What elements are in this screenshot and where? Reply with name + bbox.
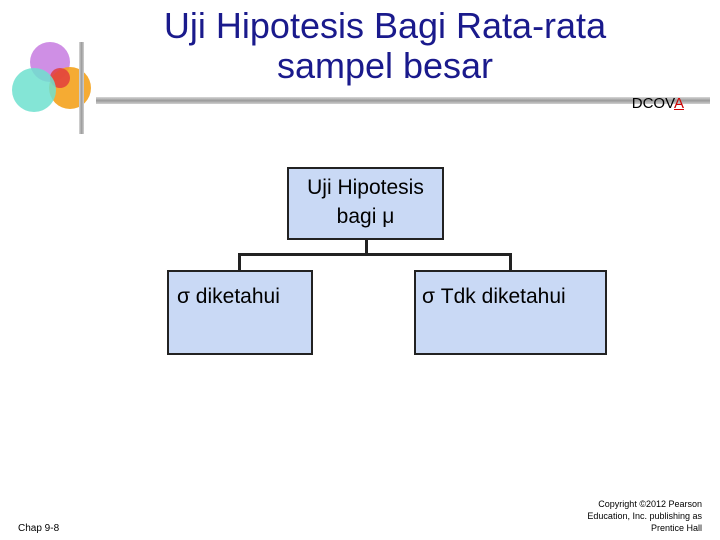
root-node-line-2: bagi μ	[337, 205, 395, 228]
connector-horizontal	[238, 253, 512, 256]
page-title: Uji Hipotesis Bagi Rata-rata sampel besa…	[100, 6, 670, 86]
node-sigma-unknown-label: σ Tdk diketahui	[422, 285, 566, 308]
copyright-line-2: Education, Inc. publishing as	[587, 511, 702, 521]
root-node-line-1: Uji Hipotesis	[307, 176, 424, 199]
connector-right-down	[509, 253, 512, 271]
copyright-notice: Copyright ©2012 Pearson Education, Inc. …	[562, 498, 702, 534]
title-line-1: Uji Hipotesis Bagi Rata-rata	[164, 5, 606, 46]
dcova-tag-prefix: DCOV	[632, 95, 674, 112]
dcova-tag-highlight: A	[674, 95, 684, 112]
connector-left-down	[238, 253, 241, 271]
vertical-rule	[79, 42, 84, 134]
root-node-hypothesis-test: Uji Hipotesis bagi μ	[287, 167, 444, 240]
chapter-label: Chap 9-8	[18, 523, 59, 534]
horizontal-rule	[96, 97, 710, 104]
title-line-2: sampel besar	[277, 45, 493, 86]
node-sigma-known: σ diketahui	[167, 270, 313, 355]
decorative-circles-logo	[8, 38, 104, 122]
copyright-line-1: Copyright ©2012 Pearson	[598, 499, 702, 509]
dcova-tag: DCOVA	[632, 95, 684, 112]
node-sigma-known-label: σ diketahui	[177, 285, 280, 308]
node-sigma-unknown: σ Tdk diketahui	[414, 270, 607, 355]
copyright-line-3: Prentice Hall	[651, 523, 702, 533]
